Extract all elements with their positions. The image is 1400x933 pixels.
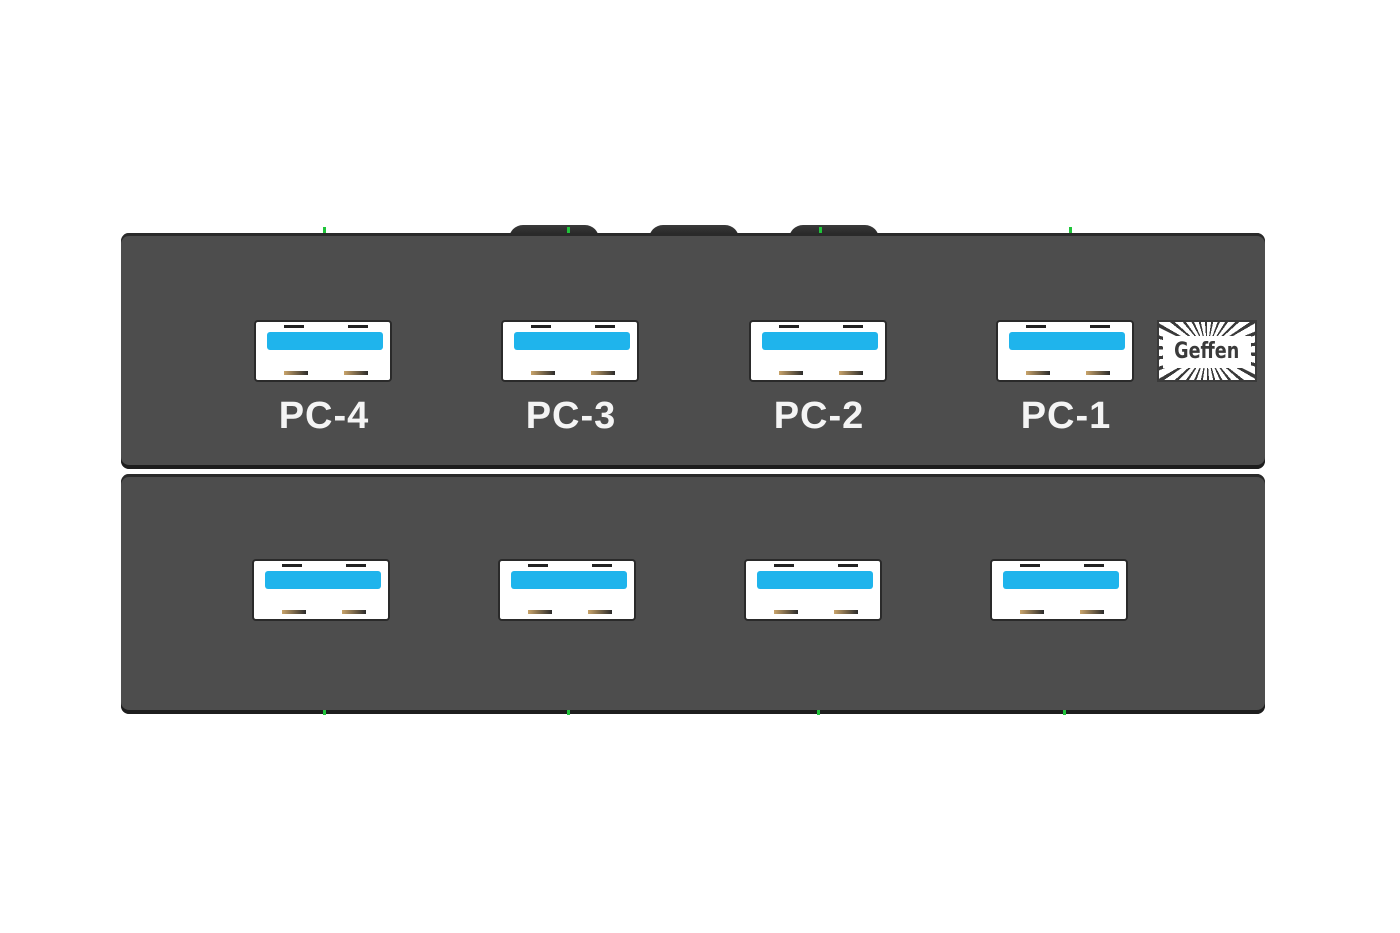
usb-port-bottom-4[interactable] <box>990 559 1128 621</box>
usb-tongue <box>511 571 627 589</box>
usb-tongue <box>757 571 873 589</box>
usb-tongue <box>267 332 383 350</box>
usb-port-bottom-1[interactable] <box>252 559 390 621</box>
indicator-pin <box>567 710 570 715</box>
usb-tongue <box>1009 332 1125 350</box>
indicator-pin <box>1063 710 1066 715</box>
port-label-pc2: PC-2 <box>773 395 865 437</box>
indicator-pin <box>323 227 326 235</box>
indicator-pin <box>819 227 822 235</box>
port-label-pc1: PC-1 <box>1020 395 1112 437</box>
usb-tongue <box>1003 571 1119 589</box>
indicator-pin <box>1069 227 1072 235</box>
usb-port-bottom-2[interactable] <box>498 559 636 621</box>
port-label-pc4: PC-4 <box>278 395 370 437</box>
bottom-panel <box>121 474 1265 714</box>
geffen-logo: Geffen <box>1157 320 1257 382</box>
indicator-pin <box>817 710 820 715</box>
usb-tongue <box>265 571 381 589</box>
usb-port-bottom-3[interactable] <box>744 559 882 621</box>
usb-port-pc3[interactable] <box>501 320 639 382</box>
usb-port-pc2[interactable] <box>749 320 887 382</box>
port-label-pc3: PC-3 <box>525 395 617 437</box>
usb-port-pc4[interactable] <box>254 320 392 382</box>
usb-tongue <box>762 332 878 350</box>
top-panel: PC-4 PC-3 PC-2 PC-1 <box>121 233 1265 469</box>
brand-name: Geffen <box>1174 338 1240 364</box>
indicator-pin <box>323 710 326 715</box>
usb-port-pc1[interactable] <box>996 320 1134 382</box>
indicator-pin <box>567 227 570 235</box>
usb-tongue <box>514 332 630 350</box>
